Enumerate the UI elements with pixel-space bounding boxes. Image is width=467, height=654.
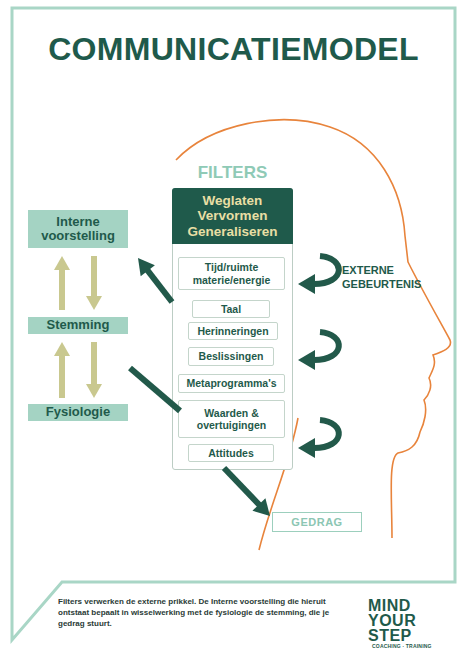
node-text: Fysiologie: [46, 405, 110, 419]
filter-box: Taal: [192, 300, 270, 318]
connector-line: [130, 368, 180, 411]
filter-heading: FILTERS: [152, 162, 313, 184]
connector-line: [146, 268, 172, 302]
connector-arrow: [86, 256, 102, 310]
filter-box: Beslissingen: [188, 347, 274, 366]
filter-box: Tijd/ruimte materie/energie: [178, 257, 285, 290]
node-text: Attitudes: [208, 447, 254, 459]
connector-arrow: [86, 342, 102, 398]
node-text: GEDRAG: [291, 517, 342, 528]
node-text: Metaprogramma's: [186, 377, 276, 389]
connector-line: [59, 267, 65, 310]
filter-box: Herinneringen: [188, 322, 278, 340]
connector-line: [59, 353, 65, 398]
arrow-head: [298, 438, 315, 458]
node-text: Taal: [221, 303, 241, 315]
connector-line: [91, 342, 97, 387]
curved-arrow: [314, 332, 339, 360]
curved-arrow: [314, 256, 339, 284]
external-arrows: [298, 256, 339, 458]
connector-arrow: [54, 256, 70, 310]
connector-arrow: [138, 258, 172, 302]
logo-tagline: COACHING · TRAINING: [372, 644, 432, 649]
curved-arrow: [314, 420, 339, 448]
connector-line: [91, 256, 97, 299]
arrow-head: [298, 350, 315, 370]
connector-arrow: [224, 468, 270, 516]
connector-arrow: [130, 368, 180, 411]
event-label: EXTERNE GEBEURTENIS: [342, 264, 421, 292]
arrow-head: [54, 342, 70, 356]
state-box: Fysiologie: [28, 404, 128, 421]
connector-line: [224, 468, 261, 507]
node-text: Waarden & overtuigingen: [182, 407, 281, 431]
arrow-head: [54, 256, 70, 270]
filter-box: Attitudes: [188, 444, 274, 462]
filter-box: Metaprogramma's: [178, 374, 285, 393]
head-profile: [176, 120, 451, 538]
filter-column: FILTERSWeglaten Vervormen GeneraliserenT…: [172, 162, 293, 470]
arrow-head: [298, 274, 315, 294]
logo-text: MIND YOUR STEP: [368, 598, 416, 644]
state-box: Interne voorstelling: [28, 210, 128, 248]
filter-box: Waarden & overtuigingen: [178, 400, 285, 438]
state-box: Stemming: [28, 317, 128, 334]
arrow-head: [138, 258, 155, 276]
connector-arrow: [54, 342, 70, 398]
node-text: Stemming: [47, 318, 110, 332]
arrow-head: [252, 498, 270, 516]
title-text: COMMUNICATIEMODEL: [0, 33, 467, 65]
node-text: Herinneringen: [197, 325, 268, 337]
arrow-head: [86, 384, 102, 398]
arrow-head: [86, 296, 102, 310]
caption-text: Filters verwerken de externe prikkel. De…: [58, 597, 358, 629]
node-text: Beslissingen: [199, 350, 264, 362]
filter-band: Weglaten Vervormen Generaliseren: [172, 188, 293, 244]
behaviour-box: GEDRAG: [272, 512, 362, 532]
speech-bubble: [12, 8, 455, 640]
node-text: Tijd/ruimte materie/energie: [182, 261, 281, 285]
node-text: Interne voorstelling: [34, 215, 122, 244]
